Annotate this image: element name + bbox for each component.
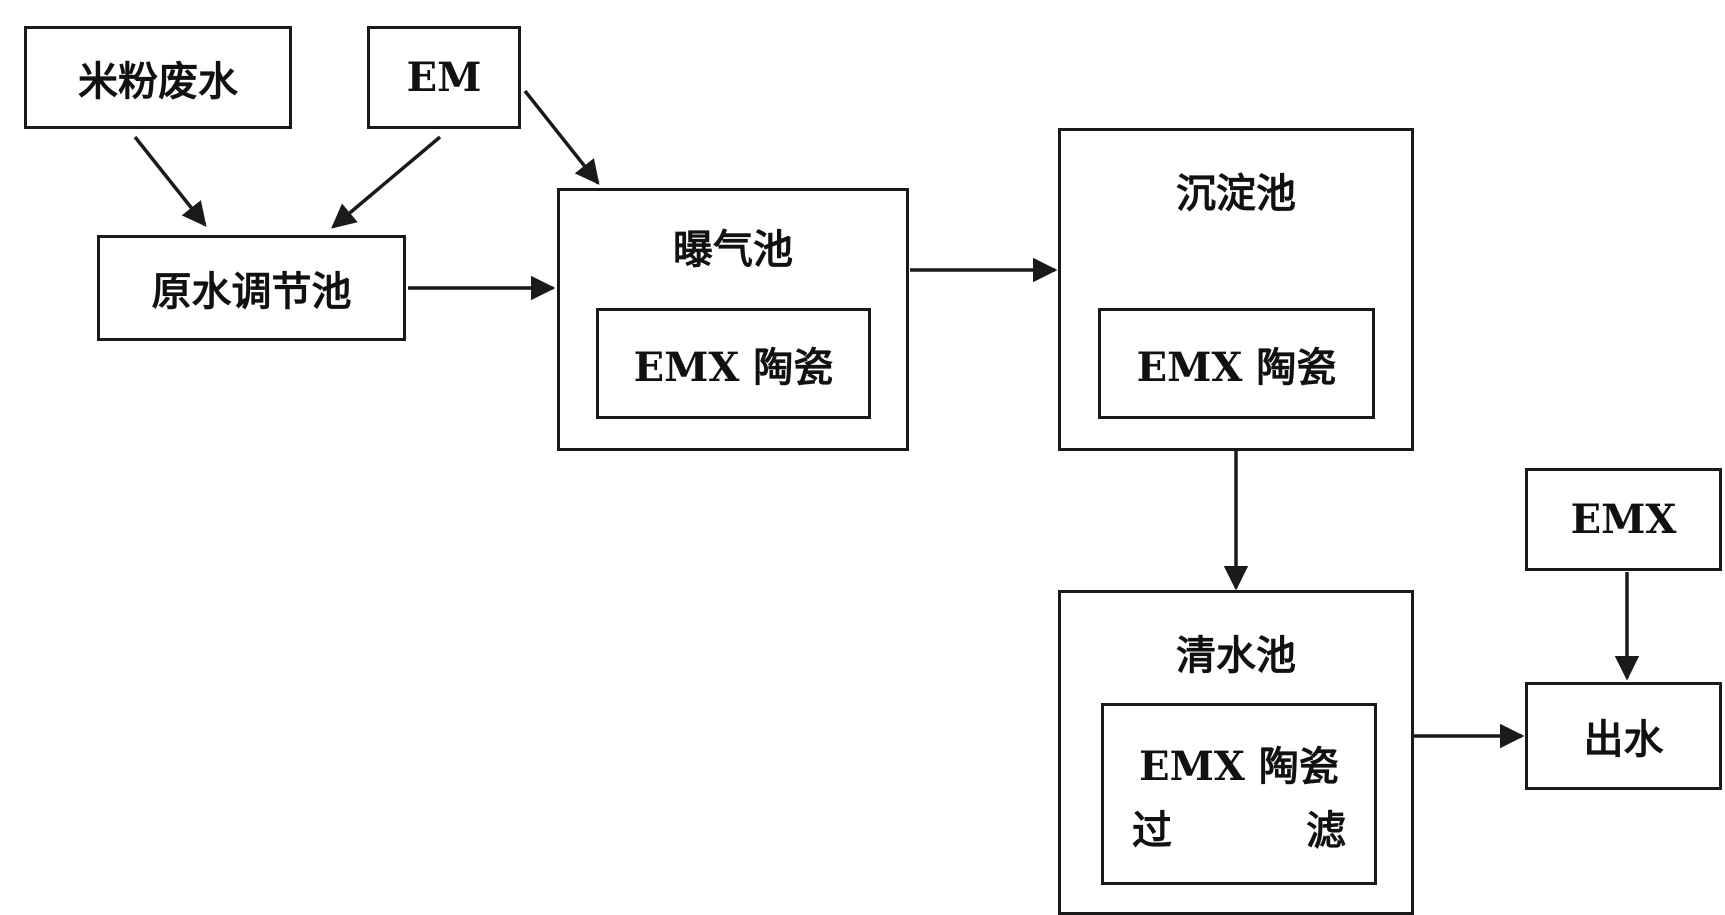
em-box: EM [367,26,521,129]
clear-media-label-filter-left: 过 [1132,807,1172,854]
settling-media-label: EMX 陶瓷 [1136,343,1337,391]
em-label: EM [406,54,482,101]
aeration-tank-box: 曝气池 EMX 陶瓷 [557,188,909,451]
clear-media-label-line1: EMX 陶瓷 [1139,743,1339,790]
arrow-wastewater-to-raw-tank [133,135,207,227]
settling-tank-box: 沉淀池 EMX 陶瓷 [1058,128,1414,451]
aeration-media-box: EMX 陶瓷 [596,308,871,419]
aeration-media-label: EMX 陶瓷 [633,343,834,391]
raw-water-tank-box: 原水调节池 [97,235,406,341]
rice-wastewater-label: 米粉废水 [78,57,238,105]
arrow-em-to-aeration-tank [523,89,600,185]
settling-tank-label: 沉淀池 [1176,170,1296,217]
clear-media-label-filter-right: 滤 [1306,807,1346,854]
clear-water-tank-label: 清水池 [1176,632,1296,679]
outlet-label: 出水 [1583,716,1664,763]
clear-media-box: EMX 陶瓷 过 滤 [1101,703,1377,885]
aeration-tank-label: 曝气池 [673,226,793,273]
arrow-em-to-raw-tank [331,135,442,229]
rice-wastewater-box: 米粉废水 [24,26,292,129]
clear-water-tank-box: 清水池 EMX 陶瓷 过 滤 [1058,590,1414,915]
raw-water-tank-label: 原水调节池 [151,268,352,315]
outlet-box: 出水 [1525,682,1722,790]
settling-media-box: EMX 陶瓷 [1098,308,1375,419]
emx-box: EMX [1525,468,1722,571]
emx-label: EMX [1570,496,1677,543]
